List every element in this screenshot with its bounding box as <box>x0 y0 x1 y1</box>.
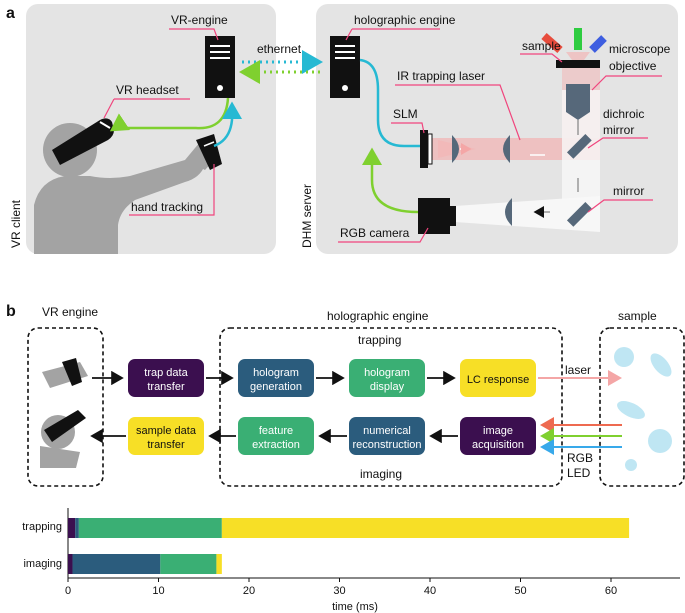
vr-engine-label: VR-engine <box>171 13 228 27</box>
holographic-engine-b-label: holographic engine <box>327 309 429 323</box>
dichroic-label-1: dichroic <box>603 107 644 121</box>
vr-headset-icon <box>52 118 114 165</box>
holographic-engine-b-box <box>219 327 563 487</box>
bar-trapping-segment-1 <box>75 518 79 538</box>
block-hologram-generation: hologram generation <box>238 359 314 397</box>
svg-text:hologram: hologram <box>253 367 299 379</box>
ethernet-label: ethernet <box>257 42 302 56</box>
microscope-label-2: objective <box>609 59 657 73</box>
blue-led <box>589 35 607 53</box>
svg-text:acquisition: acquisition <box>472 439 524 451</box>
x-tick-label-0: 0 <box>65 585 71 597</box>
panel-a-label: a <box>6 5 15 22</box>
svg-text:numerical: numerical <box>363 425 411 437</box>
vr-client-title: VR client <box>9 199 23 248</box>
svg-text:transfer: transfer <box>147 439 185 451</box>
lens-icon <box>452 135 512 226</box>
tracking-cable <box>213 101 242 148</box>
svg-text:generation: generation <box>250 381 302 393</box>
block-numerical-reconstruction: numerical reconstruction <box>349 417 425 455</box>
block-trap-data-transfer: trap data transfer <box>128 359 204 397</box>
microscope-label-1: microscope <box>609 42 671 56</box>
svg-text:feature: feature <box>259 425 293 437</box>
microscope-objective-icon <box>566 84 590 120</box>
x-tick-label-50: 50 <box>514 585 526 597</box>
x-axis-label: time (ms) <box>332 601 378 613</box>
x-tick-label-20: 20 <box>243 585 255 597</box>
holographic-engine-computer-icon <box>330 36 360 98</box>
vr-headset-label: VR headset <box>116 83 179 97</box>
timing-chart: 0 10 20 30 40 50 60 trapping imaging time (ms) <box>22 508 680 613</box>
sample-label: sample <box>522 39 561 53</box>
slm-icon <box>420 130 433 168</box>
ir-laser-label: IR trapping laser <box>397 69 485 83</box>
imaging-beam <box>455 196 600 232</box>
mirror-label: mirror <box>613 184 644 198</box>
sample-particles-icon <box>614 347 672 471</box>
block-lc-response: LC response <box>460 359 536 397</box>
ir-beam <box>430 138 600 160</box>
red-led <box>541 32 563 54</box>
svg-text:image: image <box>483 425 513 437</box>
svg-text:display: display <box>370 381 405 393</box>
block-image-acquisition: image acquisition <box>460 417 536 455</box>
bar-imaging-segment-3 <box>216 554 222 574</box>
rgb-label-1: RGB <box>567 451 593 465</box>
camera-cable <box>362 147 419 214</box>
block-hologram-display: hologram display <box>349 359 425 397</box>
hand-tracking-label: hand tracking <box>131 200 203 214</box>
mirror-icon <box>566 201 592 227</box>
svg-text:hologram: hologram <box>364 367 410 379</box>
imaging-label: imaging <box>360 467 402 481</box>
bar-trapping-segment-0 <box>68 518 76 538</box>
bar-imaging-segment-2 <box>160 554 217 574</box>
svg-text:reconstruction: reconstruction <box>352 439 421 451</box>
svg-text:trap data: trap data <box>144 367 188 379</box>
hand-icon <box>42 358 88 388</box>
sample-stage-icon <box>556 60 600 68</box>
hand-controller-icon <box>196 134 222 170</box>
trapping-label: trapping <box>358 333 401 347</box>
bar-trapping-segment-3 <box>221 518 630 538</box>
bar-imaging-segment-1 <box>72 554 161 574</box>
flow-arrows <box>90 370 458 444</box>
sample-b-label: sample <box>618 309 657 323</box>
laser-label: laser <box>565 363 591 377</box>
sample-b-box <box>599 327 685 487</box>
bar-imaging-segment-0 <box>68 554 73 574</box>
svg-text:transfer: transfer <box>147 381 185 393</box>
vr-engine-computer-icon <box>205 36 235 98</box>
rgb-camera-label: RGB camera <box>340 226 410 240</box>
vr-engine-b-label: VR engine <box>42 305 98 319</box>
x-tick-label-10: 10 <box>152 585 164 597</box>
dhm-server-title: DHM server <box>300 184 314 248</box>
bar-trapping-segment-2 <box>78 518 222 538</box>
slm-label: SLM <box>393 107 418 121</box>
dichroic-mirror-icon <box>566 133 592 159</box>
x-tick-label-60: 60 <box>605 585 617 597</box>
rgb-label-2: LED <box>567 466 591 480</box>
block-feature-extraction: feature extraction <box>238 417 314 455</box>
x-tick-label-40: 40 <box>424 585 436 597</box>
slm-cable <box>359 58 420 148</box>
panel-b-label: b <box>6 303 16 320</box>
category-imaging: imaging <box>23 558 62 570</box>
rgb-camera-icon <box>418 198 456 234</box>
holographic-engine-label: holographic engine <box>354 13 456 27</box>
category-trapping: trapping <box>22 521 62 533</box>
x-tick-label-30: 30 <box>333 585 345 597</box>
block-sample-data-transfer: sample data transfer <box>128 417 204 455</box>
dichroic-label-2: mirror <box>603 123 634 137</box>
svg-text:extraction: extraction <box>252 439 300 451</box>
head-icon <box>40 410 86 468</box>
svg-text:sample data: sample data <box>136 425 197 437</box>
svg-text:LC response: LC response <box>467 374 529 386</box>
